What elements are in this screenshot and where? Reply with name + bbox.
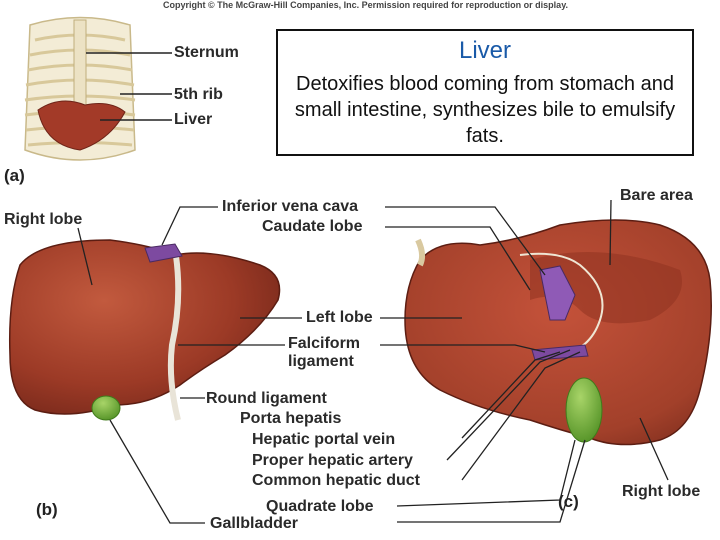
label-right-lobe-b: Right lobe <box>4 211 83 228</box>
label-5th-rib: 5th rib <box>174 86 223 103</box>
label-falciform-ligament-1: Falciform <box>288 335 361 352</box>
label-bare-area: Bare area <box>620 187 693 204</box>
rib-cage-drawing <box>24 16 136 161</box>
copyright-notice: Copyright © The McGraw-Hill Companies, I… <box>163 0 569 10</box>
label-porta-hepatis: Porta hepatis <box>240 410 342 427</box>
liver-in-ribcage <box>37 100 126 151</box>
liver-anterior-view <box>8 239 281 421</box>
label-proper-hepatic-artery: Proper hepatic artery <box>252 452 413 469</box>
liver-posterior-view <box>404 219 712 446</box>
panel-letter-b: (b) <box>36 500 58 519</box>
label-sternum: Sternum <box>174 44 239 61</box>
label-liver: Liver <box>174 111 213 128</box>
gallbladder-c <box>565 377 603 443</box>
inferior-vena-cava-b <box>144 243 183 263</box>
inferior-vena-cava-c <box>539 265 576 321</box>
label-falciform-ligament-2: ligament <box>288 353 354 370</box>
label-left-lobe: Left lobe <box>306 309 373 326</box>
label-common-hepatic-duct: Common hepatic duct <box>252 472 421 489</box>
panel-letter-a: (a) <box>4 166 25 185</box>
label-caudate-lobe: Caudate lobe <box>262 218 363 235</box>
liver-info-box: Liver Detoxifies blood coming from stoma… <box>276 29 694 156</box>
info-title: Liver <box>458 37 512 64</box>
info-description: Detoxifies blood coming from stomach and… <box>294 73 676 147</box>
panel-letter-c: (c) <box>558 492 579 511</box>
label-inferior-vena-cava: Inferior vena cava <box>222 198 359 215</box>
label-hepatic-portal-vein: Hepatic portal vein <box>252 431 396 448</box>
label-quadrate-lobe: Quadrate lobe <box>266 498 374 515</box>
label-round-ligament: Round ligament <box>206 390 327 407</box>
leader-lines <box>77 199 669 524</box>
label-right-lobe-c: Right lobe <box>622 483 701 500</box>
panel-a-leader-lines <box>86 52 172 121</box>
gallbladder-b <box>91 395 121 421</box>
label-gallbladder: Gallbladder <box>210 515 299 532</box>
